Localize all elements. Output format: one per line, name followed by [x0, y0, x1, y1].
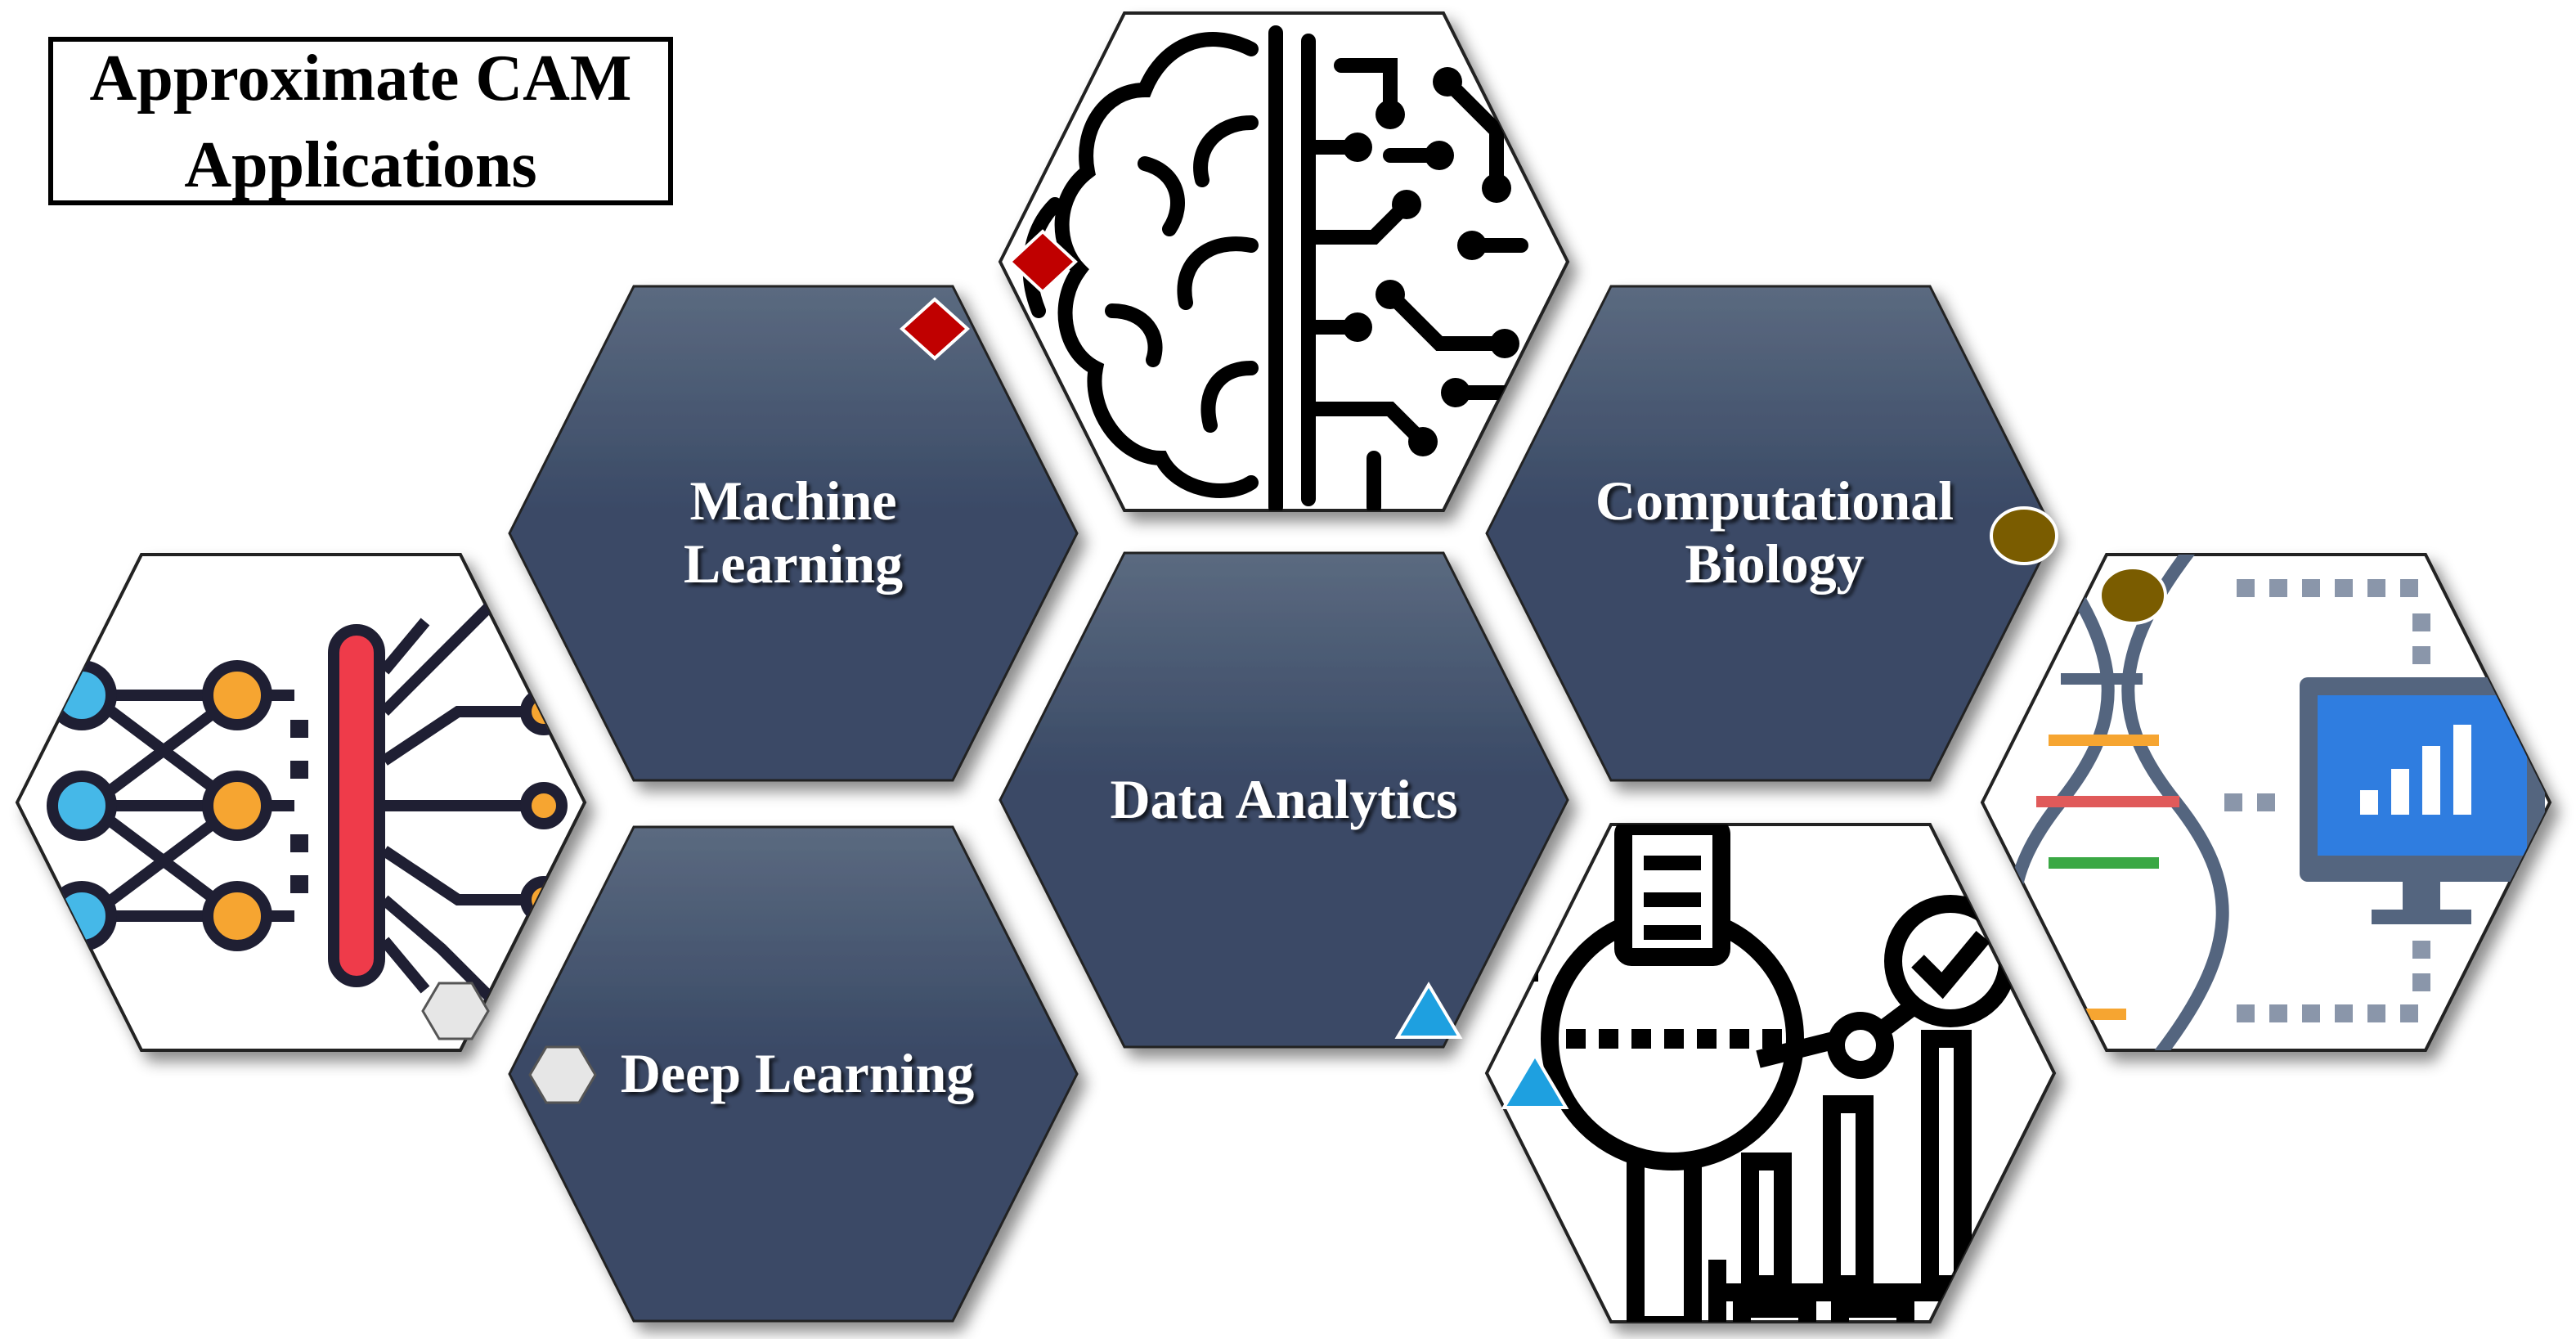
diamond-marker-brain-icon: [1008, 229, 1078, 294]
hex-deep-learning: Deep Learning: [508, 825, 1079, 1323]
brain-circuit-icon: [998, 11, 1570, 512]
hexagon-marker-deep-learning: [528, 1045, 597, 1104]
label-machine-learning-1: Machine: [689, 470, 896, 532]
triangle-marker-data-analytics: [1394, 982, 1463, 1039]
neural-network-icon: [15, 553, 587, 1052]
circle-marker-computational-biology: [1990, 506, 2058, 565]
label-computational-biology-2: Biology: [1685, 532, 1864, 595]
title-line-1: Approximate CAM: [90, 43, 632, 115]
hex-data-analytics: Data Analytics: [999, 551, 1569, 1049]
analytics-magnifier-icon: [1484, 823, 2057, 1323]
label-data-analytics: Data Analytics: [1111, 768, 1458, 830]
dna-monitor-icon: [1980, 553, 2552, 1052]
hex-computational-biology: Computational Biology: [1485, 285, 2056, 782]
circle-marker-dna-icon: [2098, 566, 2167, 625]
diamond-marker-machine-learning: [900, 297, 970, 361]
label-computational-biology-1: Computational: [1595, 470, 1954, 532]
hexagon-marker-neural-network-icon: [421, 982, 490, 1040]
hex-machine-learning: Machine Learning: [508, 285, 1079, 782]
markers: [421, 229, 2167, 1109]
title-line-2: Applications: [184, 129, 536, 201]
label-machine-learning-2: Learning: [684, 532, 903, 595]
title-box: Approximate CAM Applications: [48, 37, 673, 205]
label-deep-learning: Deep Learning: [621, 1042, 975, 1104]
triangle-marker-analytics-icon: [1501, 1052, 1569, 1109]
